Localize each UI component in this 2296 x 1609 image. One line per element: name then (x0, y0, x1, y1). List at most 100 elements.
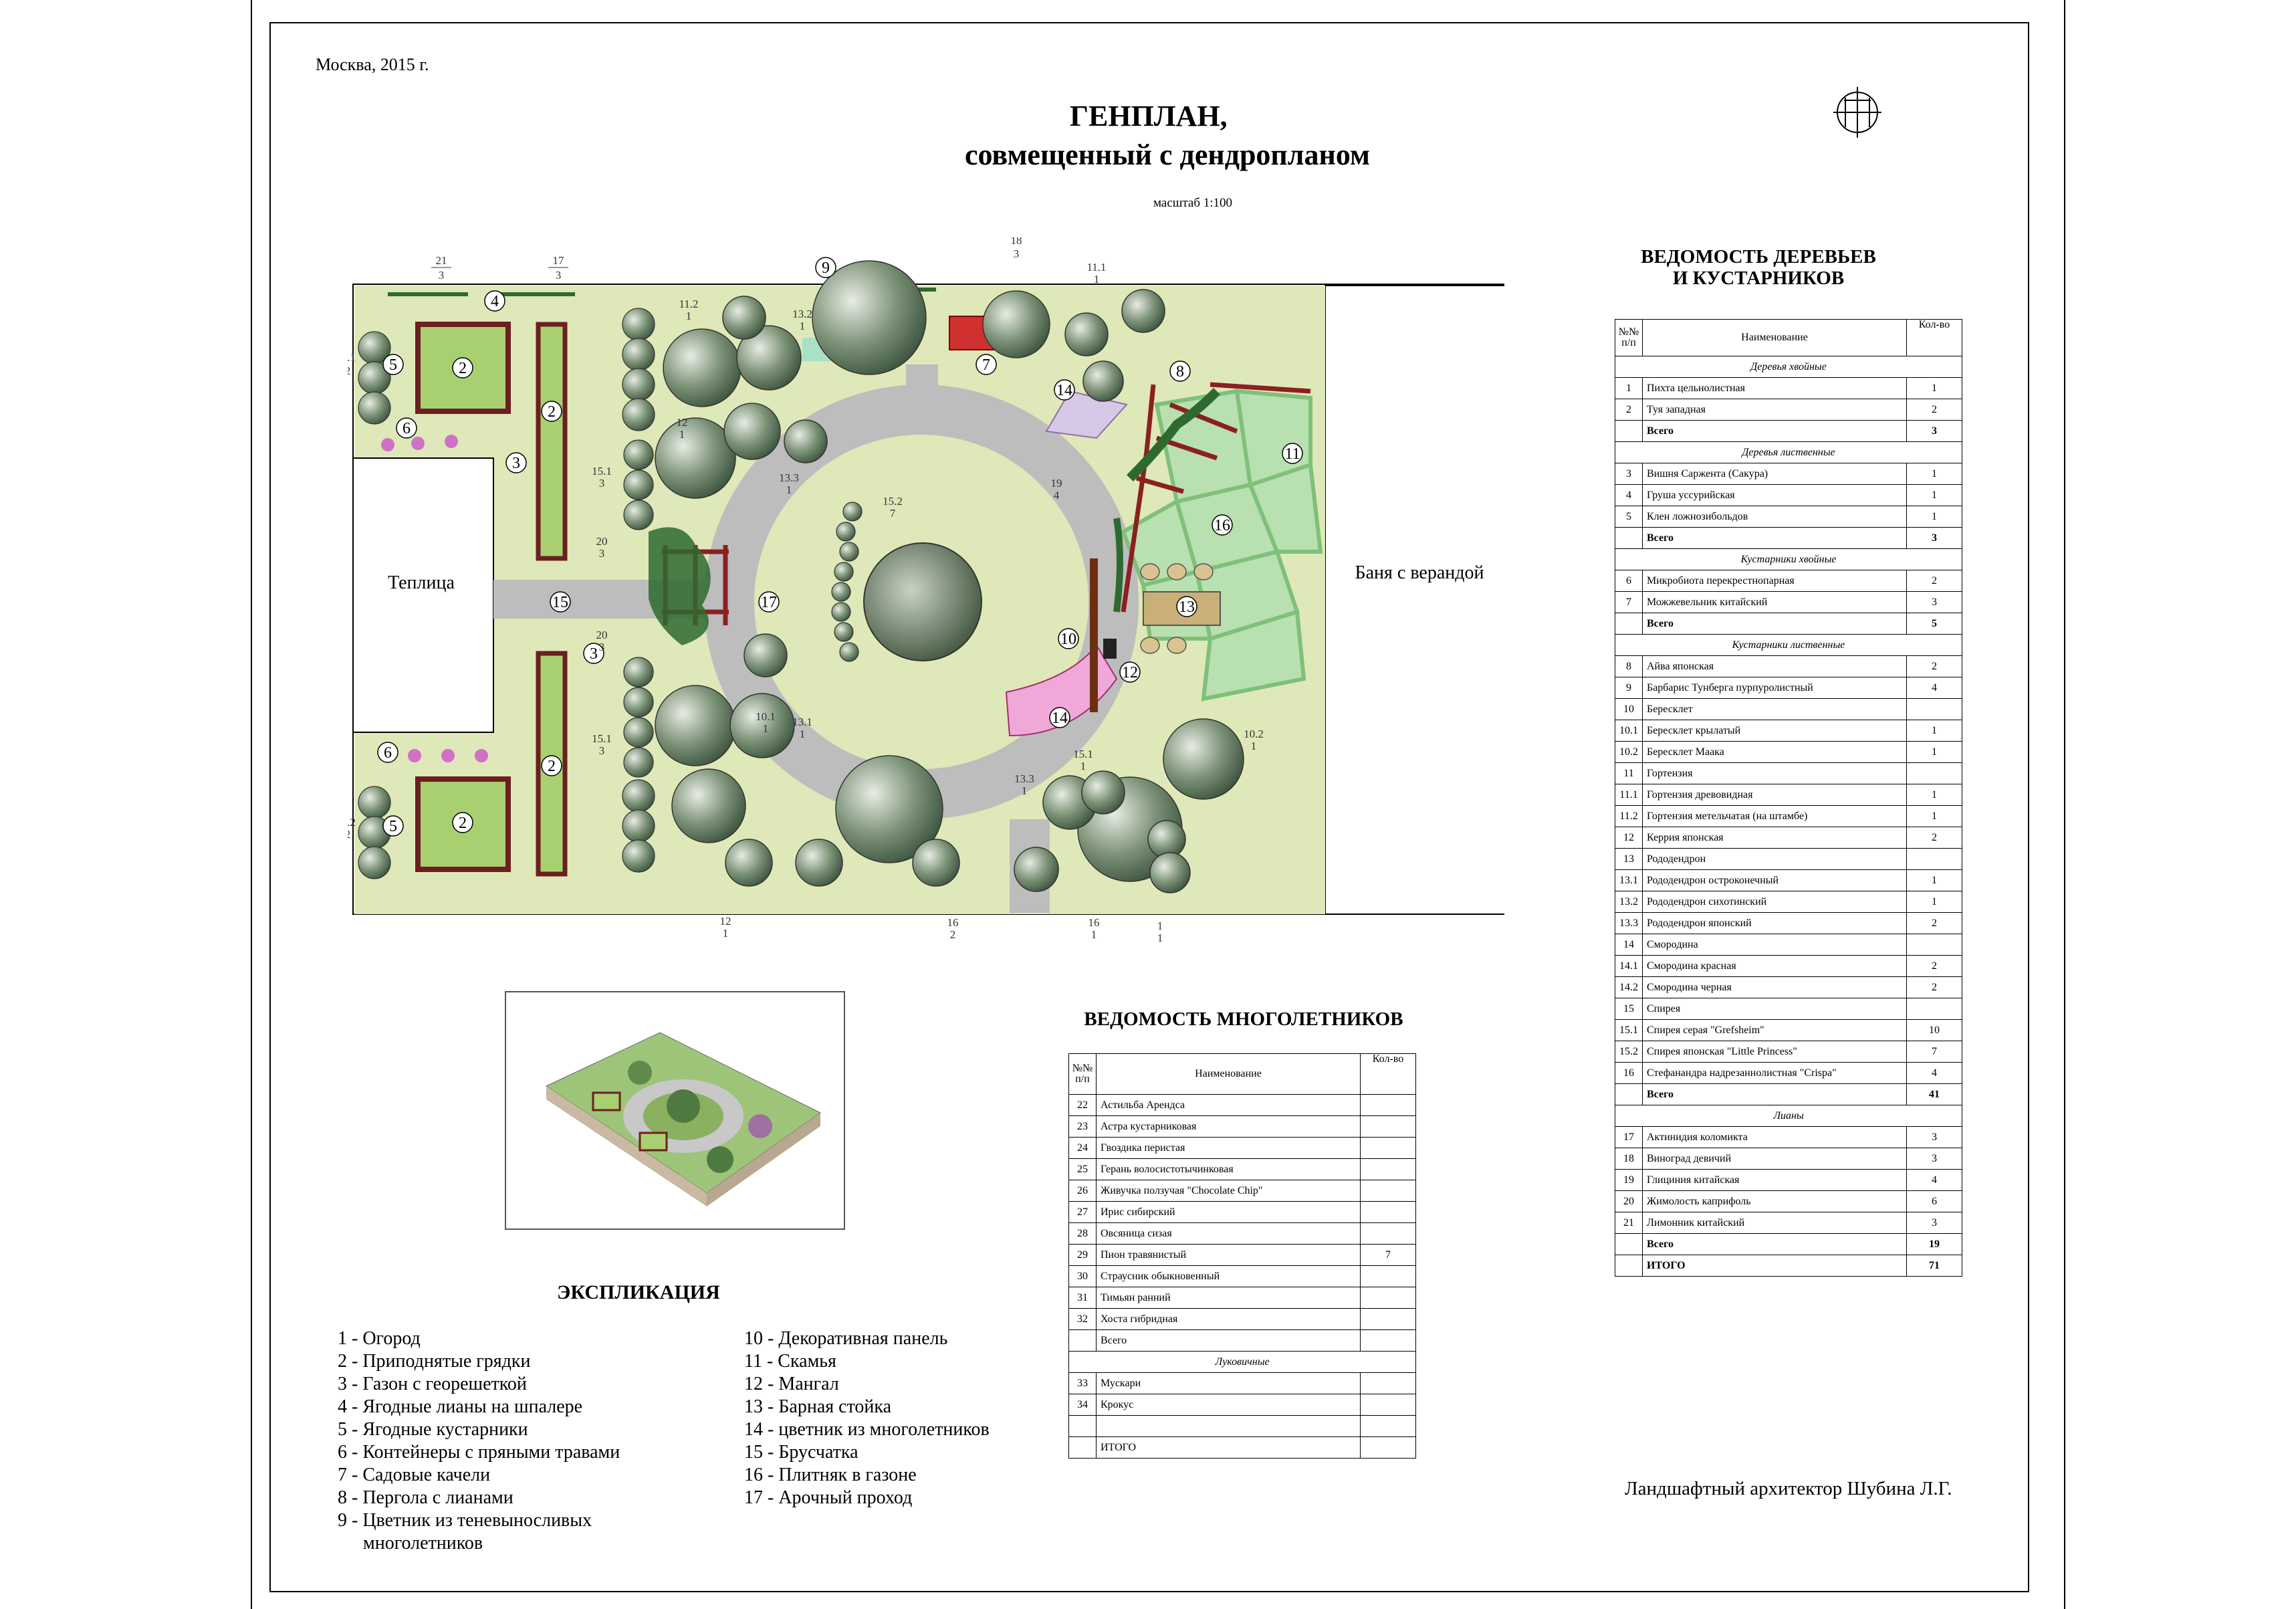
cell-qty: 1 (1906, 463, 1962, 485)
explication-item: 16 - Плитняк в газоне (744, 1465, 917, 1485)
svg-text:9: 9 (822, 259, 830, 277)
cell-qty (1360, 1265, 1416, 1287)
cell-num: 1 (1615, 377, 1643, 399)
cell-name: Туя западная (1642, 399, 1907, 421)
cell-qty (1360, 1394, 1416, 1416)
cell-name: Бересклет Маака (1642, 741, 1907, 763)
cell-name: Всего (1642, 527, 1907, 549)
cell-qty: 19 (1906, 1233, 1962, 1255)
cell-name: Ирис сибирский (1096, 1201, 1361, 1223)
cell-name: Бересклет крылатый (1642, 720, 1907, 742)
header-qty: Кол-во (1360, 1053, 1416, 1095)
svg-text:15.1: 15.1 (1073, 748, 1093, 760)
svg-text:1: 1 (1157, 920, 1163, 932)
cell-qty: 1 (1906, 805, 1962, 827)
cell-qty: 1 (1906, 784, 1962, 806)
pergola (1121, 382, 1311, 613)
greenhouse (352, 457, 494, 733)
cell-qty: 3 (1906, 420, 1962, 442)
svg-text:3: 3 (556, 269, 562, 282)
cell-num: 5 (1615, 506, 1643, 528)
section-title: Деревья лиственные (1615, 441, 1962, 463)
page-title: ГЕНПЛАН, (1070, 100, 1228, 132)
cell-name: Пион травянистый (1096, 1244, 1361, 1266)
plant-tags: 213 173 14.12 14.22 183 11.11 11.21 13.2… (348, 237, 1264, 944)
svg-text:1: 1 (763, 722, 769, 735)
svg-text:1: 1 (1091, 928, 1097, 941)
cell-name: Актинидия коломикта (1642, 1126, 1907, 1148)
cell-qty: 4 (1906, 677, 1962, 699)
svg-text:11.2: 11.2 (679, 298, 698, 310)
cell-name: Айва японская (1642, 655, 1907, 677)
svg-text:20: 20 (596, 535, 608, 548)
cell-num: 15 (1615, 998, 1643, 1020)
cell-qty (1906, 934, 1962, 956)
cell-qty: 7 (1906, 1041, 1962, 1063)
cell-name: Барбарис Тунберга пурпуролистный (1642, 677, 1907, 699)
table-section-row: Кустарники лиственные (1615, 634, 1962, 656)
cell-name: Всего (1642, 420, 1907, 442)
cell-num (1615, 1233, 1643, 1255)
cell-num: 8 (1615, 655, 1643, 677)
svg-text:10.2: 10.2 (1244, 728, 1264, 740)
svg-text:3: 3 (1014, 247, 1020, 260)
cell-qty (1360, 1415, 1416, 1437)
svg-text:12: 12 (720, 915, 731, 928)
greenhouse-label: Теплица (388, 572, 455, 593)
decorative-panel (1090, 558, 1098, 712)
svg-text:16: 16 (1088, 916, 1100, 929)
table-section-row: Деревья хвойные (1615, 356, 1962, 378)
cell-num: 11.1 (1615, 784, 1643, 806)
svg-text:1: 1 (800, 320, 806, 332)
cell-name: Смородина (1642, 934, 1907, 956)
compass-icon (1833, 87, 1881, 138)
table-section-row: Кустарники хвойные (1615, 548, 1962, 570)
cell-num: 15.2 (1615, 1041, 1643, 1063)
cell-name: Астра кустарниковая (1096, 1115, 1361, 1138)
cell-name: Спирея (1642, 998, 1907, 1020)
svg-text:2: 2 (548, 403, 556, 421)
svg-text:16: 16 (1214, 517, 1230, 534)
cell-name: Глициния китайская (1642, 1169, 1907, 1191)
cell-num: 18 (1615, 1148, 1643, 1170)
svg-text:17: 17 (553, 254, 565, 267)
svg-text:2: 2 (950, 928, 956, 941)
svg-text:3: 3 (439, 269, 445, 282)
explication-item: 12 - Мангал (744, 1374, 839, 1394)
explication-item: 14 - цветник из многолетников (744, 1419, 990, 1440)
cell-qty: 2 (1906, 912, 1962, 934)
cell-qty (1906, 848, 1962, 870)
cell-name: Бересклет (1642, 698, 1907, 720)
table-row: Всего (1068, 1329, 1416, 1352)
cell-num (1615, 613, 1643, 635)
svg-text:3: 3 (599, 547, 605, 560)
svg-text:13.1: 13.1 (792, 716, 812, 728)
svg-text:7: 7 (890, 507, 896, 520)
table-section-row: Лианы (1615, 1105, 1962, 1127)
explication-item: 13 - Барная стойка (744, 1396, 892, 1417)
header-qty: Кол-во (1906, 319, 1962, 356)
cell-qty: 5 (1906, 613, 1962, 635)
svg-text:1: 1 (1022, 784, 1028, 797)
cell-name: Жимолость каприфоль (1642, 1190, 1907, 1212)
explication-item: 3 - Газон с георешеткой (338, 1374, 527, 1394)
svg-text:1: 1 (1094, 273, 1100, 286)
perspective-preview (505, 991, 845, 1230)
explication-item: 6 - Контейнеры с пряными травами (338, 1442, 620, 1463)
cell-qty: 4 (1906, 1169, 1962, 1191)
cell-qty (1360, 1115, 1416, 1138)
svg-text:1: 1 (723, 927, 729, 940)
cell-name: Спирея японская "Little Princess" (1642, 1041, 1907, 1063)
